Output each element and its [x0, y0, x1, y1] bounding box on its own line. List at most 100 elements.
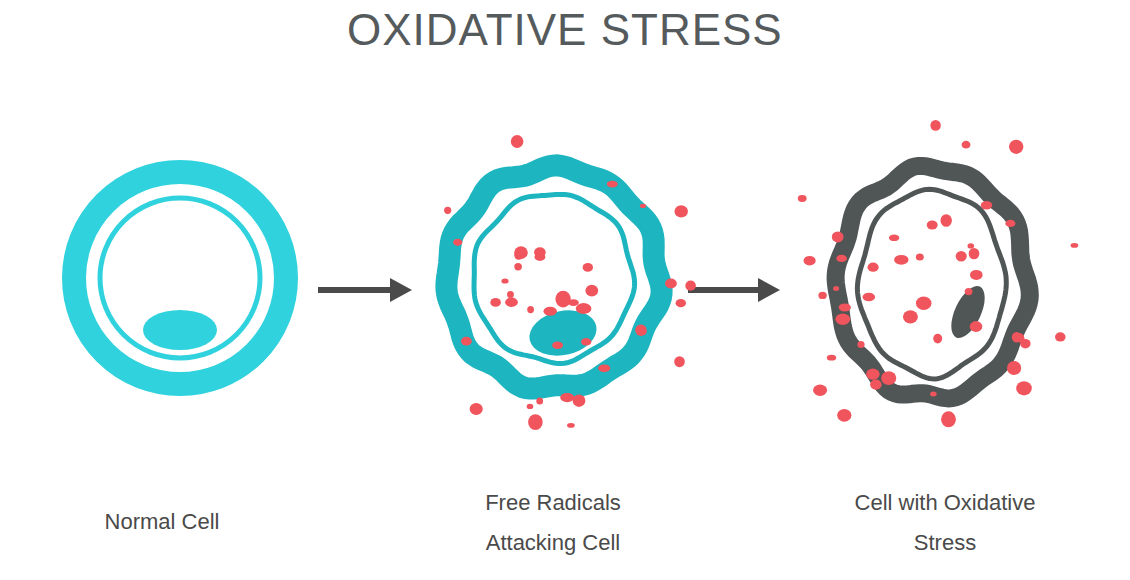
inner-membrane — [100, 198, 260, 358]
free-radical — [956, 251, 967, 261]
free-radical — [1012, 332, 1022, 342]
free-radical — [933, 334, 942, 344]
free-radical — [635, 324, 646, 336]
free-radical — [969, 248, 980, 259]
free-radical — [1009, 140, 1023, 154]
free-radical — [527, 306, 534, 313]
inner-membrane — [474, 194, 635, 363]
free-radical — [970, 321, 983, 332]
free-radical — [676, 299, 686, 307]
free-radical — [640, 204, 646, 208]
free-radical — [581, 338, 591, 345]
free-radical — [461, 337, 472, 346]
free-radical — [930, 120, 940, 131]
free-radical — [567, 423, 575, 428]
process-arrow — [688, 278, 780, 302]
free-radical — [501, 278, 508, 283]
free-radical — [818, 292, 826, 299]
free-radical — [598, 364, 610, 372]
free-radical — [527, 404, 534, 409]
cell-membrane — [446, 165, 661, 388]
free-radical — [573, 395, 586, 407]
free-radical — [453, 239, 462, 246]
free-radical — [903, 310, 918, 323]
free-radical — [930, 392, 937, 397]
free-radical — [970, 270, 983, 280]
free-radical — [866, 369, 879, 380]
free-radical — [505, 298, 518, 307]
free-radical — [675, 205, 688, 217]
free-radical — [1055, 332, 1066, 341]
nucleus — [525, 304, 601, 361]
free-radical — [881, 371, 896, 385]
free-radical — [968, 243, 975, 248]
free-radical — [576, 303, 592, 314]
free-radical — [607, 181, 618, 188]
free-radical — [534, 247, 546, 257]
inner-membrane — [857, 189, 1006, 379]
free-radical — [674, 356, 685, 367]
stage-label: Free Radicals Attacking Cell — [458, 483, 648, 563]
free-radical — [552, 341, 563, 349]
free-radical — [804, 256, 816, 266]
free-radical — [941, 411, 956, 427]
free-radical — [585, 285, 598, 297]
process-arrow — [318, 278, 412, 302]
free-radical — [511, 135, 524, 148]
free-radicals — [444, 135, 696, 430]
free-radical — [981, 201, 992, 209]
stage-label: Cell with Oxidative Stress — [850, 483, 1040, 563]
stressed-cell — [798, 120, 1078, 427]
free-radical — [832, 231, 844, 242]
nucleus — [944, 281, 991, 343]
free-radical — [583, 263, 593, 272]
free-radical — [889, 235, 899, 242]
free-radical — [490, 298, 501, 307]
free-radical — [863, 293, 876, 302]
free-radical — [835, 314, 850, 325]
free-radical — [916, 297, 932, 310]
free-radical — [685, 281, 696, 291]
cell-membrane — [74, 172, 286, 384]
free-radical — [927, 221, 938, 230]
stage-label: Normal Cell — [67, 502, 257, 542]
free-radical — [665, 279, 677, 289]
free-radical — [941, 214, 952, 227]
free-radical — [514, 246, 528, 259]
free-radical — [836, 255, 847, 262]
free-radical — [544, 307, 557, 316]
free-radical — [962, 141, 971, 149]
diagram-title: OXIDATIVE STRESS — [347, 5, 783, 55]
free-radical — [1007, 361, 1021, 375]
free-radical — [868, 263, 879, 272]
free-radical — [833, 286, 839, 291]
free-radical — [1020, 339, 1030, 349]
free-radical — [528, 414, 543, 430]
free-radical — [639, 329, 647, 335]
free-radical — [870, 380, 882, 390]
free-radical — [916, 254, 924, 261]
free-radical — [507, 291, 514, 298]
free-radical — [798, 195, 807, 202]
free-radical — [857, 341, 864, 348]
free-radical — [1016, 381, 1032, 395]
free-radical — [837, 409, 851, 422]
attacked-cell — [444, 135, 696, 430]
free-radical — [1071, 243, 1079, 248]
free-radical — [813, 385, 827, 396]
free-radical — [894, 255, 908, 265]
nucleus — [143, 310, 217, 350]
free-radical — [560, 393, 574, 402]
free-radical — [514, 263, 522, 270]
free-radical — [444, 207, 451, 214]
normal-cell — [74, 172, 286, 384]
free-radical — [568, 299, 579, 306]
free-radical — [1005, 220, 1015, 227]
free-radical — [536, 398, 543, 405]
free-radical — [470, 403, 483, 415]
free-radicals — [798, 120, 1078, 427]
free-radical — [965, 288, 973, 295]
free-radical — [555, 291, 570, 308]
free-radical — [827, 355, 836, 361]
cell-membrane — [836, 166, 1030, 399]
